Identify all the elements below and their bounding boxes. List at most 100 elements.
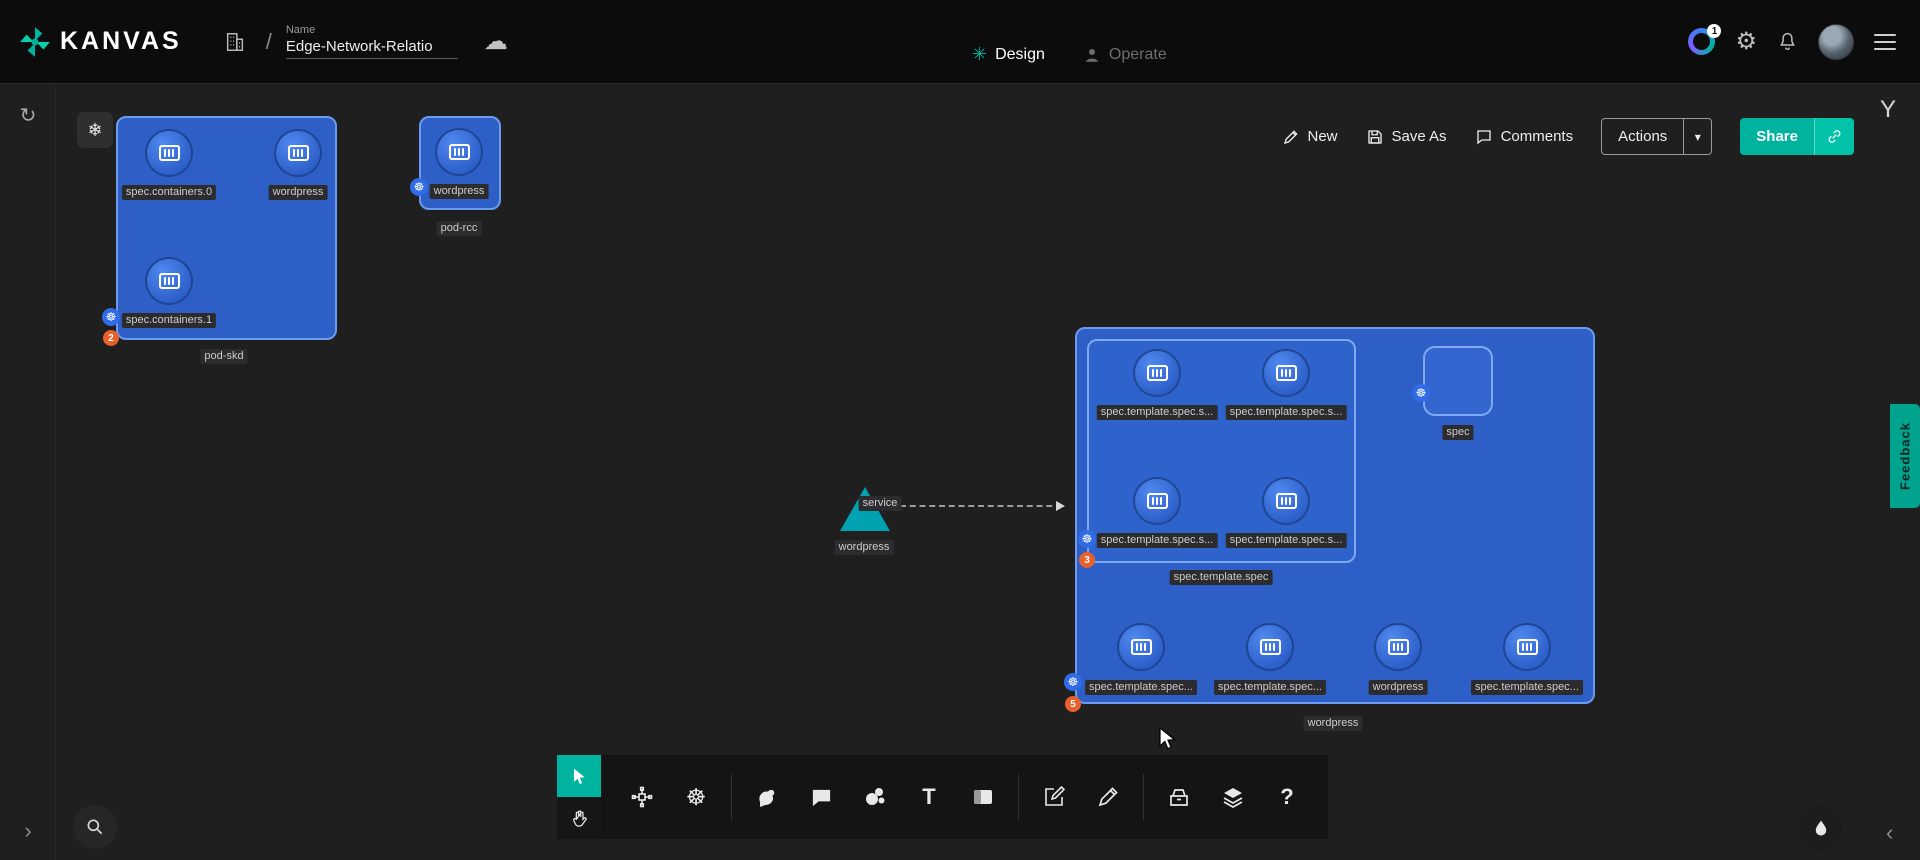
k8s-container-node[interactable]: [437, 130, 481, 174]
container-icon: [1388, 639, 1409, 655]
container-icon: [1260, 639, 1281, 655]
node-label: spec.template.spec.s...: [1097, 533, 1218, 548]
pen-icon: [1096, 785, 1120, 809]
node-label: spec.template.spec.s...: [1226, 533, 1347, 548]
kubernetes-tool-button[interactable]: ☸: [669, 769, 723, 825]
tool-dock: ☸ T: [557, 755, 1328, 839]
select-tool-button[interactable]: [557, 755, 601, 797]
text-tool-button[interactable]: T: [902, 769, 956, 825]
pan-tool-button[interactable]: [557, 797, 601, 839]
notifications-bell-icon[interactable]: [1777, 31, 1798, 52]
expand-left-panel-chevron[interactable]: ›: [13, 816, 43, 846]
user-avatar[interactable]: [1818, 24, 1854, 60]
media-tool-button[interactable]: [956, 769, 1010, 825]
node-label: spec.template.spec...: [1085, 680, 1197, 695]
dock-strip: ☸ T: [601, 755, 1328, 839]
actions-split-button: Actions ▾: [1601, 118, 1712, 155]
operate-mode-icon: [1083, 46, 1101, 64]
k8s-container-node[interactable]: [1135, 479, 1179, 523]
new-label: New: [1308, 128, 1338, 145]
y-tools-icon[interactable]: Y: [1880, 96, 1896, 124]
dock-separator: [731, 774, 732, 820]
sticker-tool-button[interactable]: [848, 769, 902, 825]
k8s-container-node[interactable]: [147, 259, 191, 303]
help-tool-button[interactable]: ?: [1260, 769, 1314, 825]
shapes-tool-button[interactable]: [740, 769, 794, 825]
k8s-container-node[interactable]: [1264, 351, 1308, 395]
help-icon: ?: [1280, 784, 1293, 810]
brand-wordmark: KANVAS: [60, 27, 182, 56]
new-button[interactable]: New: [1282, 128, 1338, 146]
layers-tool-button[interactable]: [1206, 769, 1260, 825]
hamburger-menu-icon[interactable]: [1874, 34, 1896, 50]
text-tool-icon: T: [922, 784, 935, 810]
node-label: spec.template.spec.s...: [1226, 405, 1347, 420]
tab-design-label: Design: [995, 46, 1045, 64]
k8s-container-node[interactable]: [276, 131, 320, 175]
media-icon: [971, 785, 995, 809]
integration-icon: [630, 785, 654, 809]
k8s-container-node[interactable]: [147, 131, 191, 175]
workspace-badge: 1: [1707, 24, 1721, 38]
tab-operate-label: Operate: [1109, 46, 1167, 64]
node-label: spec.template.spec...: [1214, 680, 1326, 695]
components-tool-button[interactable]: [615, 769, 669, 825]
pen-tool-button[interactable]: [1081, 769, 1135, 825]
pencil-icon: [1282, 128, 1300, 146]
kubernetes-badge-icon: ☸: [1064, 673, 1082, 691]
freeze-layout-button[interactable]: ❄: [77, 112, 113, 148]
container-icon: [1276, 493, 1297, 509]
actions-button[interactable]: Actions: [1602, 119, 1683, 154]
node-label: wordpress: [269, 185, 328, 200]
workspace-switcher-icon[interactable]: 1: [1688, 28, 1715, 55]
comment-tool-button[interactable]: [794, 769, 848, 825]
mode-tabs: ✳ Design Operate: [972, 44, 1167, 65]
ink-drop-button[interactable]: [1799, 806, 1843, 850]
k8s-container-node[interactable]: [1248, 625, 1292, 669]
collapse-right-panel-chevron[interactable]: ‹: [1886, 820, 1893, 846]
group-spec-template-spec[interactable]: [1087, 339, 1356, 563]
k8s-container-node[interactable]: [1376, 625, 1420, 669]
error-count-badge: 5: [1065, 696, 1081, 712]
kanvas-logo-icon[interactable]: [18, 25, 52, 59]
cloud-save-icon[interactable]: ☁: [484, 27, 508, 56]
k8s-container-node[interactable]: [1264, 479, 1308, 523]
error-count-badge: 2: [103, 330, 119, 346]
copy-link-button[interactable]: [1814, 118, 1854, 155]
settings-gear-icon[interactable]: ⚙: [1735, 27, 1757, 56]
container-icon: [1276, 365, 1297, 381]
save-as-button[interactable]: Save As: [1366, 128, 1447, 146]
drawer-icon: [1167, 785, 1191, 809]
magnifier-icon: [85, 817, 105, 837]
node-label: spec.containers.1: [122, 313, 216, 328]
container-icon: [1147, 493, 1168, 509]
organization-icon[interactable]: [224, 31, 246, 53]
zoom-search-button[interactable]: [73, 805, 117, 849]
k8s-container-node[interactable]: [1119, 625, 1163, 669]
feedback-tab[interactable]: Feedback: [1890, 404, 1920, 508]
kubernetes-badge-icon: ☸: [410, 178, 428, 196]
actions-dropdown-arrow[interactable]: ▾: [1683, 119, 1711, 154]
hand-icon: [570, 809, 589, 828]
tab-operate[interactable]: Operate: [1083, 46, 1167, 64]
comments-button[interactable]: Comments: [1475, 128, 1574, 146]
share-button[interactable]: Share: [1740, 118, 1814, 155]
k8s-container-node[interactable]: [1505, 625, 1549, 669]
drawer-tool-button[interactable]: [1152, 769, 1206, 825]
group-label: pod-rcc: [437, 221, 482, 236]
sync-icon[interactable]: ↻: [13, 100, 43, 130]
tab-design[interactable]: ✳ Design: [972, 44, 1045, 65]
design-name-input[interactable]: [286, 38, 458, 59]
comment-icon: [810, 786, 833, 809]
network-edge[interactable]: [900, 505, 1062, 507]
design-name-field: Name: [286, 24, 458, 59]
spec-group-node[interactable]: [1423, 346, 1493, 416]
k8s-container-node[interactable]: [1135, 351, 1179, 395]
annotate-tool-button[interactable]: [1027, 769, 1081, 825]
comment-icon: [1475, 128, 1493, 146]
layers-icon: [1221, 785, 1245, 809]
link-icon: [1826, 128, 1843, 145]
group-label: pod-skd: [200, 349, 247, 364]
kubernetes-badge-icon: ☸: [1412, 384, 1430, 402]
dock-separator: [1018, 774, 1019, 820]
